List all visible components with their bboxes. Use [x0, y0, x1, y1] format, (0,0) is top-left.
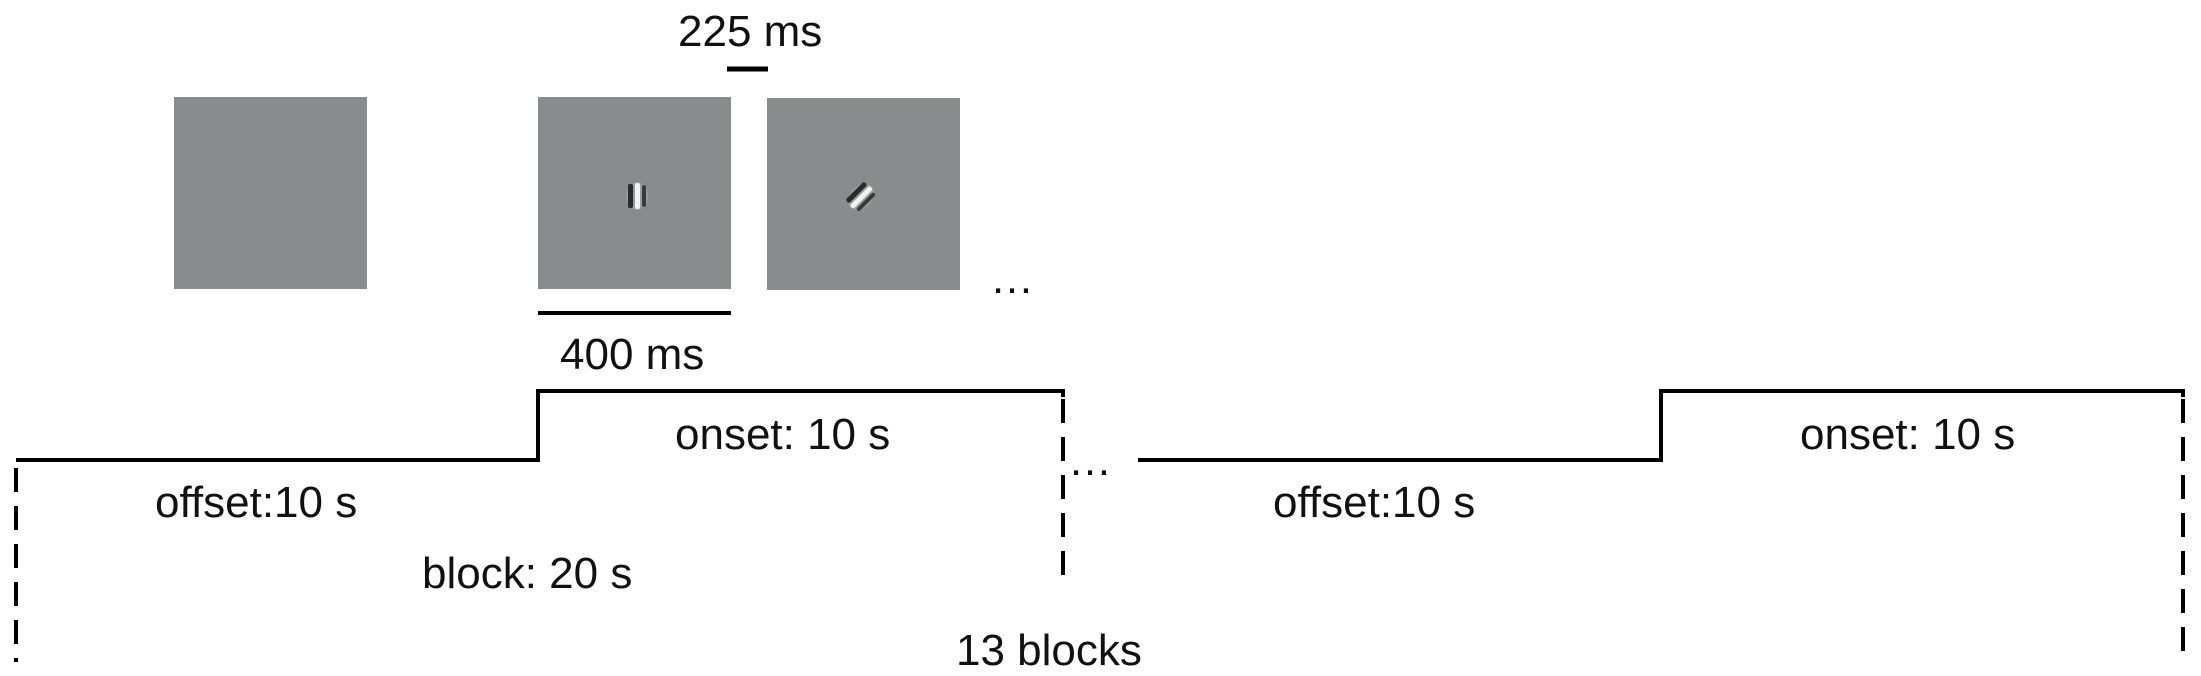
- offset-label-1: offset:10 s: [155, 478, 357, 527]
- stimulus-duration-label: 400 ms: [560, 330, 704, 379]
- block-duration-label: block: 20 s: [422, 549, 632, 598]
- isi-label: 225 ms: [678, 7, 822, 56]
- total-blocks-label: 13 blocks: [956, 626, 1142, 675]
- offset-label-2: offset:10 s: [1273, 478, 1475, 527]
- onset-label-2: onset: 10 s: [1800, 410, 2015, 459]
- gabor-patch-oblique-icon: [846, 182, 876, 212]
- onset-label-1: onset: 10 s: [675, 410, 890, 459]
- frames-ellipsis: …: [990, 254, 1034, 303]
- blank-frame: [174, 97, 367, 289]
- timeline-ellipsis: …: [1068, 436, 1112, 485]
- timeline-block-last: [1138, 389, 2185, 462]
- timeline-block-1: [16, 389, 1065, 462]
- gabor-patch-vertical-icon: [626, 182, 648, 210]
